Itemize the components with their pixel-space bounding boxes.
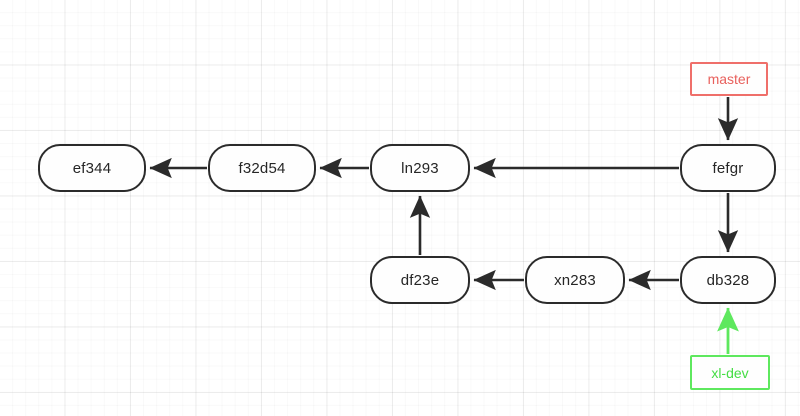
branch-ref-label: xl-dev: [711, 364, 749, 381]
commit-node-xn283[interactable]: xn283: [525, 256, 625, 304]
commit-label: db328: [706, 271, 750, 289]
commit-node-ef344[interactable]: ef344: [38, 144, 146, 192]
commit-label: fefgr: [712, 159, 744, 177]
commit-node-ln293[interactable]: ln293: [370, 144, 470, 192]
commit-label: f32d54: [238, 159, 286, 177]
commit-node-f32d54[interactable]: f32d54: [208, 144, 316, 192]
commit-node-db328[interactable]: db328: [680, 256, 776, 304]
branch-ref-master[interactable]: master: [690, 62, 768, 96]
commit-node-df23e[interactable]: df23e: [370, 256, 470, 304]
branch-ref-xl-dev[interactable]: xl-dev: [690, 355, 770, 390]
commit-label: ef344: [72, 159, 112, 177]
commit-label: xn283: [554, 271, 596, 289]
commit-node-fefgr[interactable]: fefgr: [680, 144, 776, 192]
commit-label: df23e: [400, 271, 440, 289]
commit-label: ln293: [401, 159, 439, 177]
branch-ref-label: master: [707, 71, 751, 87]
